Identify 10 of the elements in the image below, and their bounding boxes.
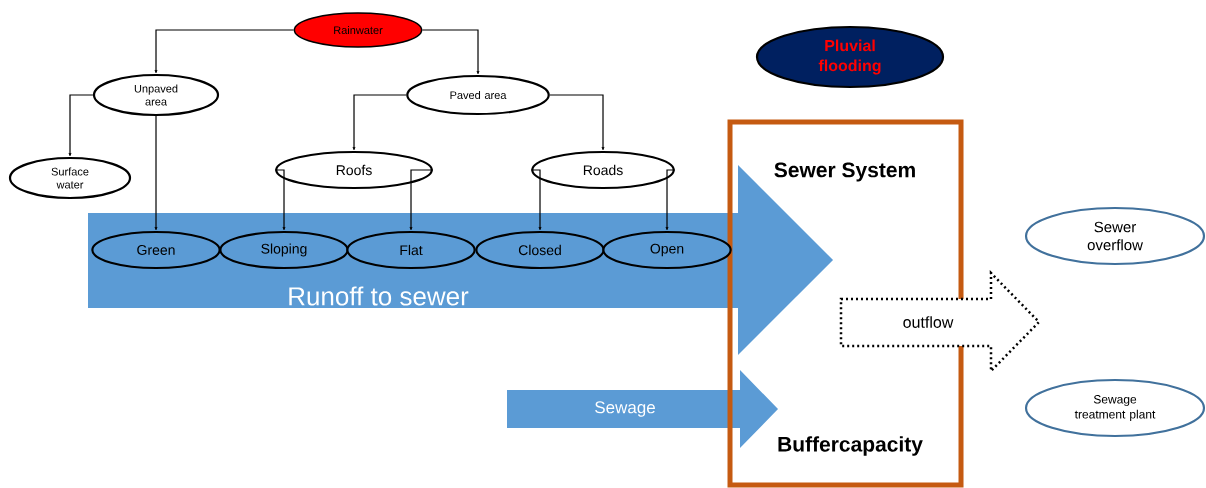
connector-arrow — [530, 169, 542, 231]
connector-arrow — [665, 169, 676, 231]
connector-arrow — [352, 94, 407, 151]
connector-arrow — [421, 29, 480, 75]
connector-arrow — [154, 115, 158, 231]
connector-arrow — [68, 94, 94, 157]
connector-arrow — [274, 169, 286, 231]
connector-arrow — [154, 29, 295, 74]
connector-arrow — [549, 94, 605, 151]
connector-arrow — [409, 169, 434, 231]
